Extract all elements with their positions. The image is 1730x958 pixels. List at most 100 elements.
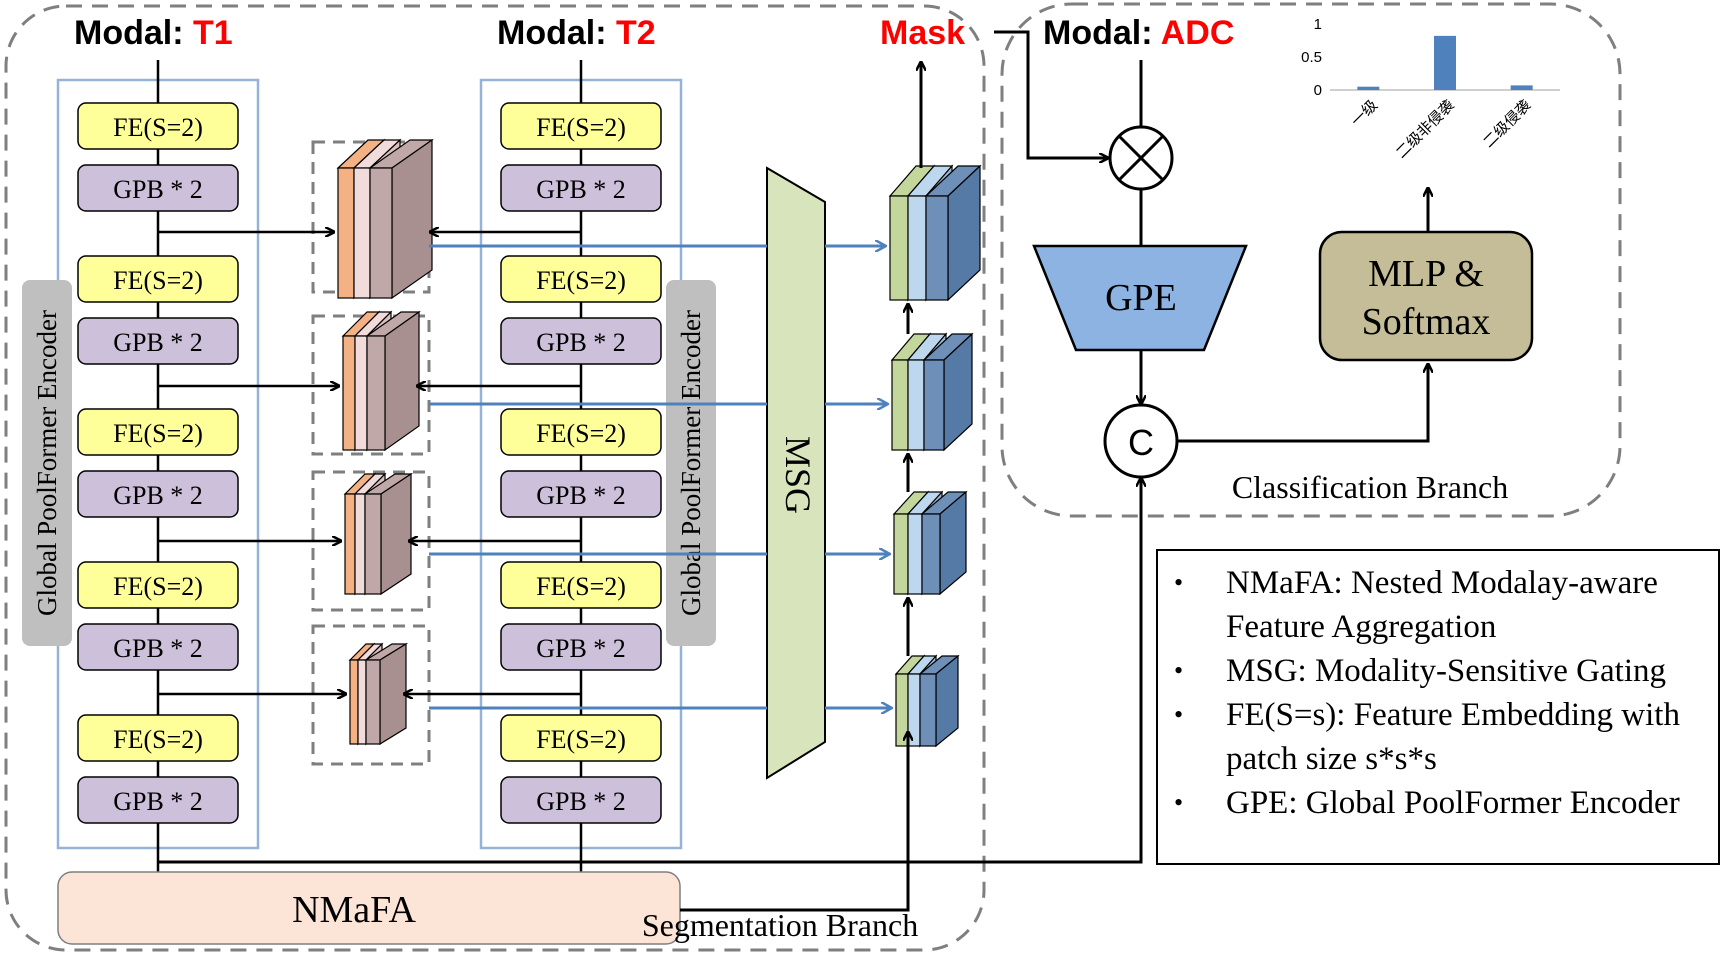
fusion-cube-a-4-front	[349, 659, 359, 745]
classification-branch-container	[1000, 2, 1622, 518]
nmafa-block	[57, 871, 681, 945]
fusion-cube-a-3-front	[344, 493, 356, 595]
chart-bar-1	[1357, 86, 1380, 90]
t1-gpb-label-3: GPB * 2	[113, 481, 203, 510]
fusion-cube-c-4-side	[379, 642, 407, 746]
t2-gpb-block-4	[500, 623, 662, 671]
decoder-cube-light-1-front	[907, 195, 927, 301]
msg-gate-shape	[766, 166, 826, 780]
t1-fe-block-1	[77, 102, 239, 150]
fusion-cube-b-3-front	[354, 493, 366, 595]
modal-adc-title: Modal: ADC	[1043, 14, 1234, 52]
fusion-cube-b-1-front	[353, 167, 371, 299]
multiply-cross-b	[1117, 134, 1165, 182]
t2-encoder-blocks: FE(S=2) GPB * 2 FE(S=2) GPB * 2 FE(S=2) GPB *…	[500, 102, 662, 824]
nmafa-label: NMaFA	[292, 889, 416, 931]
legend-bullet: •	[1174, 568, 1184, 597]
legend-bullet: •	[1174, 700, 1184, 729]
legend-text-line1: MSG: Modality-Sensitive Gating	[1226, 653, 1666, 689]
t1-encoder-blocks: FE(S=2) GPB * 2 FE(S=2) GPB * 2 FE(S=2) GPB *…	[77, 102, 239, 824]
classification-branch-label: Classification Branch	[1232, 469, 1508, 505]
modal-t1-title: Modal: T1	[74, 14, 233, 52]
chart-bar-3	[1510, 85, 1533, 90]
t2-fe-block-4	[500, 561, 662, 609]
t2-gpb-block-2	[500, 317, 662, 365]
encoder-to-concat-line	[158, 478, 1141, 864]
concat-symbol: C	[1128, 422, 1154, 463]
chart-y-tick-0: 1	[1314, 16, 1322, 33]
fusion-cube-b-2-front	[354, 335, 368, 451]
t2-gpb-label-5: GPB * 2	[536, 787, 626, 816]
t2-gpb-label-1: GPB * 2	[536, 175, 626, 204]
t1-fe-label-1: FE(S=2)	[113, 113, 203, 142]
mlp-label-line2: Softmax	[1362, 301, 1491, 343]
t1-global-encoder-label: Global PoolFormer Encoder	[32, 310, 62, 616]
t1-fe-block-3	[77, 408, 239, 456]
t2-gpb-label-3: GPB * 2	[536, 481, 626, 510]
t1-fe-block-5	[77, 714, 239, 762]
mask-to-multiply-line	[994, 30, 1108, 158]
gpe-block	[1032, 244, 1248, 352]
decoder-cube-dark-3-front	[921, 513, 941, 595]
t2-gpb-block-5	[500, 776, 662, 824]
t1-gpb-block-2	[77, 317, 239, 365]
t1-gpb-block-5	[77, 776, 239, 824]
decoder-cube-green-3-front	[893, 513, 909, 595]
chart-category-label-2: 二级非侵袭	[1393, 97, 1458, 162]
t2-fe-label-3: FE(S=2)	[536, 419, 626, 448]
t2-global-encoder-label: Global PoolFormer Encoder	[676, 310, 706, 616]
decoder-cube-dark-1-front	[925, 195, 949, 301]
t2-fe-block-1	[500, 102, 662, 150]
decoder-cube-light-2-front	[907, 359, 925, 451]
fusion-cube-c-3-front	[364, 493, 382, 595]
concat-to-mlp-line	[1177, 364, 1428, 443]
legend-bullet: •	[1174, 788, 1184, 817]
legend-text-line2: Feature Aggregation	[1226, 609, 1497, 645]
chart-category-label-3: 二级侵袭	[1480, 97, 1534, 151]
decoder-stages	[429, 164, 982, 748]
t1-fe-label-4: FE(S=2)	[113, 572, 203, 601]
legend-text-line1: NMaFA: Nested Modalay-aware	[1226, 565, 1658, 601]
t2-gpb-label-2: GPB * 2	[536, 328, 626, 357]
t1-fe-label-5: FE(S=2)	[113, 725, 203, 754]
t1-gpb-block-3	[77, 470, 239, 518]
chart-bar-2	[1434, 35, 1456, 90]
t1-gpb-block-1	[77, 164, 239, 212]
legend-text-line1: FE(S=s): Feature Embedding with	[1226, 697, 1680, 733]
chart-y-tick-2: 0	[1314, 82, 1322, 99]
t2-fe-label-5: FE(S=2)	[536, 725, 626, 754]
segmentation-branch-label: Segmentation Branch	[642, 907, 918, 943]
fusion-cube-c-3-side	[380, 472, 412, 596]
chart-category-label-1: 一级	[1348, 97, 1381, 130]
t1-gpb-label-4: GPB * 2	[113, 634, 203, 663]
t2-gpb-label-4: GPB * 2	[536, 634, 626, 663]
probability-chart: 10.50一级二级非侵袭二级侵袭	[1301, 16, 1560, 162]
legend-text-line1: GPE: Global PoolFormer Encoder	[1226, 785, 1680, 821]
nmafa-to-decoder-line	[680, 732, 908, 912]
t2-fe-label-2: FE(S=2)	[536, 266, 626, 295]
t2-gpb-block-3	[500, 470, 662, 518]
mlp-softmax-block	[1318, 230, 1534, 362]
decoder-cube-green-1-front	[889, 195, 909, 301]
t2-fe-label-1: FE(S=2)	[536, 113, 626, 142]
t2-fe-label-4: FE(S=2)	[536, 572, 626, 601]
t1-gpb-label-2: GPB * 2	[113, 328, 203, 357]
fusion-cube-c-2-front	[366, 335, 386, 451]
fusion-cube-a-1-front	[337, 167, 355, 299]
t2-fe-block-2	[500, 255, 662, 303]
legend-bullet: •	[1174, 656, 1184, 685]
t1-gpb-label-5: GPB * 2	[113, 787, 203, 816]
t1-fe-label-3: FE(S=2)	[113, 419, 203, 448]
legend-item-4: • GPE: Global PoolFormer Encoder	[1174, 781, 1708, 825]
t1-fe-block-4	[77, 561, 239, 609]
decoder-cube-dark-4-front	[919, 673, 937, 747]
modal-t2-title: Modal: T2	[497, 14, 656, 52]
fusion-cube-c-1-side	[391, 138, 433, 300]
gpe-label: GPE	[1105, 277, 1177, 319]
